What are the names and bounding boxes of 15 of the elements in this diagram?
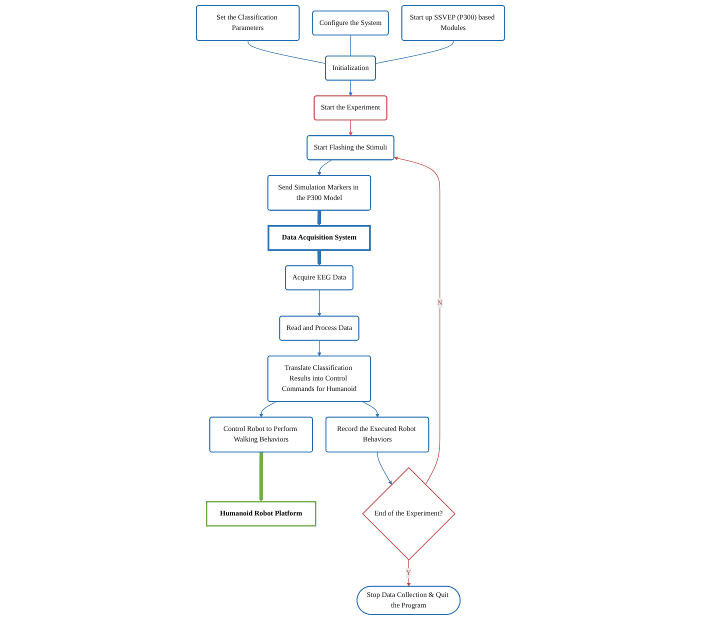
arrow	[317, 340, 322, 356]
arrow	[377, 452, 392, 485]
arrow	[348, 80, 353, 96]
arrow	[317, 210, 322, 226]
connector	[350, 34, 352, 57]
arrow	[362, 401, 380, 418]
arrow	[317, 290, 322, 317]
arrow	[259, 401, 277, 418]
arrow	[348, 120, 353, 136]
arrow	[259, 452, 264, 502]
connector	[248, 40, 326, 64]
arrow	[394, 156, 440, 485]
arrow	[317, 250, 322, 266]
arrow	[317, 160, 332, 176]
connector	[375, 40, 454, 64]
